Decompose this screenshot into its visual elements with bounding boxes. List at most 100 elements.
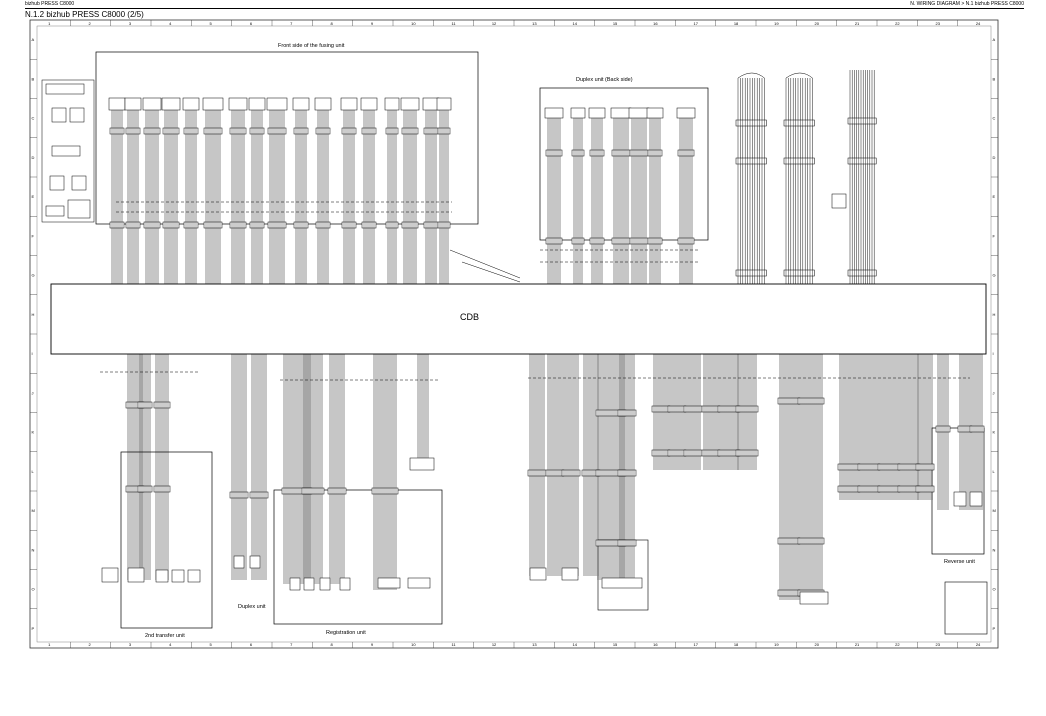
connector xyxy=(617,539,637,547)
duplex-back-unit-label: Duplex unit (Back side) xyxy=(576,77,633,83)
component-block xyxy=(51,145,81,157)
wire-bundle xyxy=(545,354,565,576)
connector xyxy=(667,449,687,457)
component-block xyxy=(831,193,847,209)
grid-row-label: M xyxy=(993,508,996,513)
wire-bundle xyxy=(647,110,663,284)
grid-column-label: 14 xyxy=(573,21,578,26)
wire-bundle xyxy=(125,354,145,580)
grid-row-label: C xyxy=(32,116,35,121)
grid-row-label: C xyxy=(993,116,996,121)
grid-row-label: G xyxy=(993,273,996,278)
wire-bundle xyxy=(341,100,357,284)
component-block xyxy=(628,107,650,119)
component-block xyxy=(187,569,201,583)
wire-bundle xyxy=(545,110,563,284)
grid-column-label: 17 xyxy=(694,21,699,26)
component-block xyxy=(570,107,586,119)
component-block xyxy=(544,107,564,119)
connector xyxy=(611,237,631,245)
grid-row-label: H xyxy=(993,312,996,317)
grid-column-label: 10 xyxy=(411,642,416,647)
component-block xyxy=(561,567,579,581)
connector xyxy=(969,425,985,433)
component-block xyxy=(407,577,431,589)
connector xyxy=(735,157,767,165)
component-block xyxy=(67,199,91,219)
grid-column-label: 15 xyxy=(613,21,618,26)
wire-bundle xyxy=(735,72,767,284)
component-block xyxy=(409,457,435,471)
connector xyxy=(783,269,815,277)
grid-column-label: 18 xyxy=(734,21,739,26)
grid-row-label: E xyxy=(32,194,35,199)
component-block xyxy=(51,107,67,123)
component-block xyxy=(124,97,142,111)
connector xyxy=(611,149,631,157)
grid-row-label: F xyxy=(32,233,35,238)
wire-bundle xyxy=(651,354,671,470)
component-block xyxy=(289,577,301,591)
grid-column-label: 9 xyxy=(371,21,374,26)
component-block xyxy=(45,205,65,217)
wire-bundle xyxy=(629,110,649,284)
wire-bundle xyxy=(385,100,399,284)
grid-column-label: 12 xyxy=(492,642,497,647)
reverse-unit-label: Reverse unit xyxy=(944,559,975,565)
grid-row-label: F xyxy=(993,233,996,238)
wire-bundle xyxy=(183,100,199,284)
connector xyxy=(229,491,249,499)
connector xyxy=(203,221,223,229)
connector xyxy=(589,237,605,245)
header-right: N. WIRING DIAGRAM > N.1 bizhub PRESS C80… xyxy=(910,1,1024,7)
connector xyxy=(837,463,861,471)
grid-row-label: D xyxy=(32,155,35,160)
component-block xyxy=(248,97,266,111)
connector xyxy=(777,537,801,545)
grid-row-label: A xyxy=(32,37,35,42)
grid-column-label: 3 xyxy=(129,642,132,647)
connector xyxy=(847,117,877,125)
wire-bundle xyxy=(797,354,825,600)
component-block xyxy=(182,97,200,111)
component-block xyxy=(161,97,181,111)
component-block xyxy=(108,97,126,111)
wire-bundle xyxy=(371,354,399,590)
grid-column-label: 23 xyxy=(936,642,941,647)
component-block xyxy=(155,569,169,583)
registration-unit-label: Registration unit xyxy=(326,630,366,636)
grid-column-label: 8 xyxy=(331,21,334,26)
grid-row-label: J xyxy=(993,390,995,395)
wire-bundle xyxy=(667,354,687,470)
connector xyxy=(777,397,801,405)
connector xyxy=(183,221,199,229)
connector xyxy=(683,405,703,413)
connector xyxy=(651,405,671,413)
component-block xyxy=(303,577,315,591)
component-block xyxy=(142,97,162,111)
fusing-front-unit-label: Front side of the fusing unit xyxy=(278,43,345,49)
page-title: N.1.2 bizhub PRESS C8000 (2/5) xyxy=(25,10,144,19)
wire-bundle xyxy=(229,354,249,580)
wire-bundle xyxy=(571,110,585,284)
wire-bundle xyxy=(401,100,419,284)
wire-bundle xyxy=(137,354,153,580)
fusing-front-unit-frame xyxy=(95,51,479,225)
wire-bundle xyxy=(293,100,309,284)
grid-column-label: 24 xyxy=(976,21,981,26)
header-left: bizhub PRESS C8000 xyxy=(25,1,75,7)
connector xyxy=(701,449,721,457)
component-block xyxy=(377,577,401,589)
wire-bundle xyxy=(589,110,605,284)
connector xyxy=(915,463,935,471)
inset-block-diagram xyxy=(41,79,95,223)
wire-bundle xyxy=(561,354,581,576)
wire-bundle xyxy=(281,354,313,584)
wire-bundle xyxy=(527,354,547,576)
connector xyxy=(651,449,671,457)
duplex-unit-label: Duplex unit xyxy=(238,604,266,610)
connector xyxy=(137,485,153,493)
grid-row-label: L xyxy=(993,469,996,474)
grid-column-label: 2 xyxy=(89,21,92,26)
